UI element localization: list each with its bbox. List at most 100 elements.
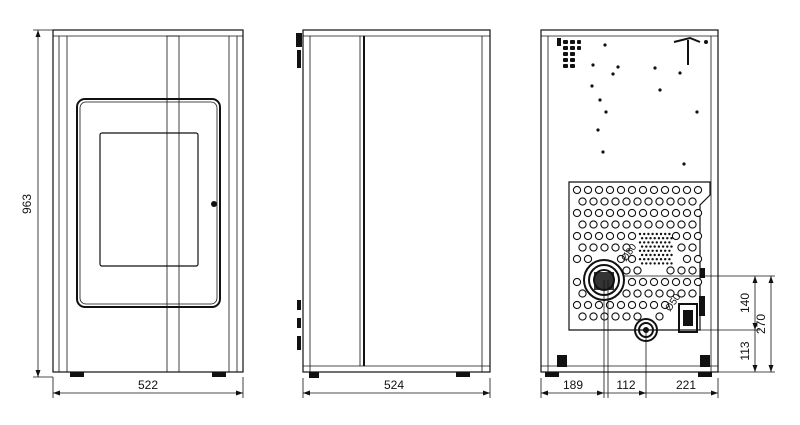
mesh-dot [651, 249, 654, 252]
vent-hole [660, 277, 670, 287]
mesh-dot [657, 253, 661, 257]
rear-top-right-fitting [673, 36, 708, 65]
vent-hole [677, 289, 686, 298]
mesh-dot [664, 241, 667, 244]
vent-hole [655, 220, 664, 229]
front-door [76, 98, 221, 308]
label-front-height: 963 [20, 194, 34, 214]
vent-hole [627, 300, 637, 310]
mesh-dot [670, 262, 673, 265]
vent-hole [649, 300, 659, 310]
front-view [52, 29, 244, 377]
mesh-dot [640, 253, 644, 257]
mesh-dot [661, 253, 665, 257]
mesh-dot [638, 258, 642, 261]
vent-hole [638, 208, 648, 218]
vent-hole [627, 254, 637, 264]
vent-hole [677, 220, 686, 229]
vent-hole [605, 185, 615, 195]
vent-hole [666, 289, 675, 298]
rear-vent-panel [568, 181, 711, 331]
label-rear-offset-left: 189 [563, 378, 583, 392]
mesh-dot [640, 245, 644, 248]
vent-hole [638, 277, 648, 287]
rear-top-connectors [557, 38, 581, 68]
vent-hole [583, 208, 593, 218]
vent-hole [660, 185, 670, 195]
vent-hole [682, 185, 692, 195]
vent-hole [578, 243, 587, 252]
mesh-dot [661, 262, 665, 265]
mesh-dot [655, 258, 658, 261]
vent-hole [666, 266, 675, 275]
vent-hole [627, 231, 637, 241]
mesh-dot [643, 249, 646, 252]
mesh-dot [670, 237, 673, 240]
vent-hole [616, 185, 626, 195]
vent-hole [600, 312, 609, 321]
vent-hole [589, 312, 598, 321]
vent-hole [578, 220, 587, 229]
vent-hole [633, 220, 642, 229]
vent-hole [649, 185, 659, 195]
vent-hole [688, 243, 697, 252]
mesh-dot [649, 262, 652, 265]
mesh-dot [661, 245, 665, 248]
label-rear-spacing-middle: 112 [616, 378, 635, 392]
vent-hole [693, 277, 703, 287]
vent-hole [644, 289, 653, 298]
mesh-dot [668, 241, 671, 244]
rear-view: Ø80 Ø50 [540, 29, 719, 377]
vent-hole [578, 289, 587, 298]
label-rear-height-113: 113 [738, 341, 752, 360]
vent-hole [677, 197, 686, 206]
mesh-dot [666, 253, 669, 257]
rear-foot-right [698, 372, 712, 377]
rear-bolt-holes [590, 43, 699, 166]
vent-hole [572, 208, 582, 218]
vent-hole [644, 197, 653, 206]
vent-hole [572, 254, 582, 264]
vent-hole [616, 254, 626, 264]
rear-body [540, 29, 719, 373]
mesh-dot [655, 241, 658, 244]
mesh-dot [657, 237, 661, 240]
mesh-dot [670, 253, 673, 257]
mesh-dot [659, 249, 663, 252]
mesh-dot [651, 232, 654, 236]
vent-hole [605, 231, 615, 241]
vent-hole [633, 266, 642, 275]
vent-hole [677, 243, 686, 252]
vent-hole [616, 208, 626, 218]
label-front-width: 522 [138, 378, 158, 392]
mesh-dot [640, 237, 644, 240]
mesh-dot [657, 262, 661, 265]
vent-hole [572, 277, 582, 287]
dimension-front-width: 522 [52, 377, 244, 398]
vent-hole [666, 197, 675, 206]
mesh-dot [645, 237, 648, 240]
mesh-dot [653, 253, 656, 257]
vent-hole [572, 300, 582, 310]
vent-hole [649, 208, 659, 218]
mesh-dot [670, 245, 673, 248]
front-foot-left [70, 372, 84, 377]
mesh-dot [651, 258, 654, 261]
mesh-dot [655, 232, 658, 236]
vent-hole [594, 185, 604, 195]
mesh-dot [643, 258, 646, 261]
vent-hole [611, 243, 620, 252]
vent-hole [682, 277, 692, 287]
mesh-dot [664, 258, 667, 261]
mesh-dot [638, 232, 642, 236]
label-rear-height-270: 270 [754, 314, 768, 334]
rear-power-socket [678, 268, 705, 333]
front-foot-right [212, 372, 226, 377]
side-top-fitting [296, 33, 302, 47]
vent-hole [633, 289, 642, 298]
vent-hole [688, 220, 697, 229]
mesh-dot [647, 258, 650, 261]
vent-hole [638, 300, 648, 310]
mesh-dot [668, 232, 671, 236]
